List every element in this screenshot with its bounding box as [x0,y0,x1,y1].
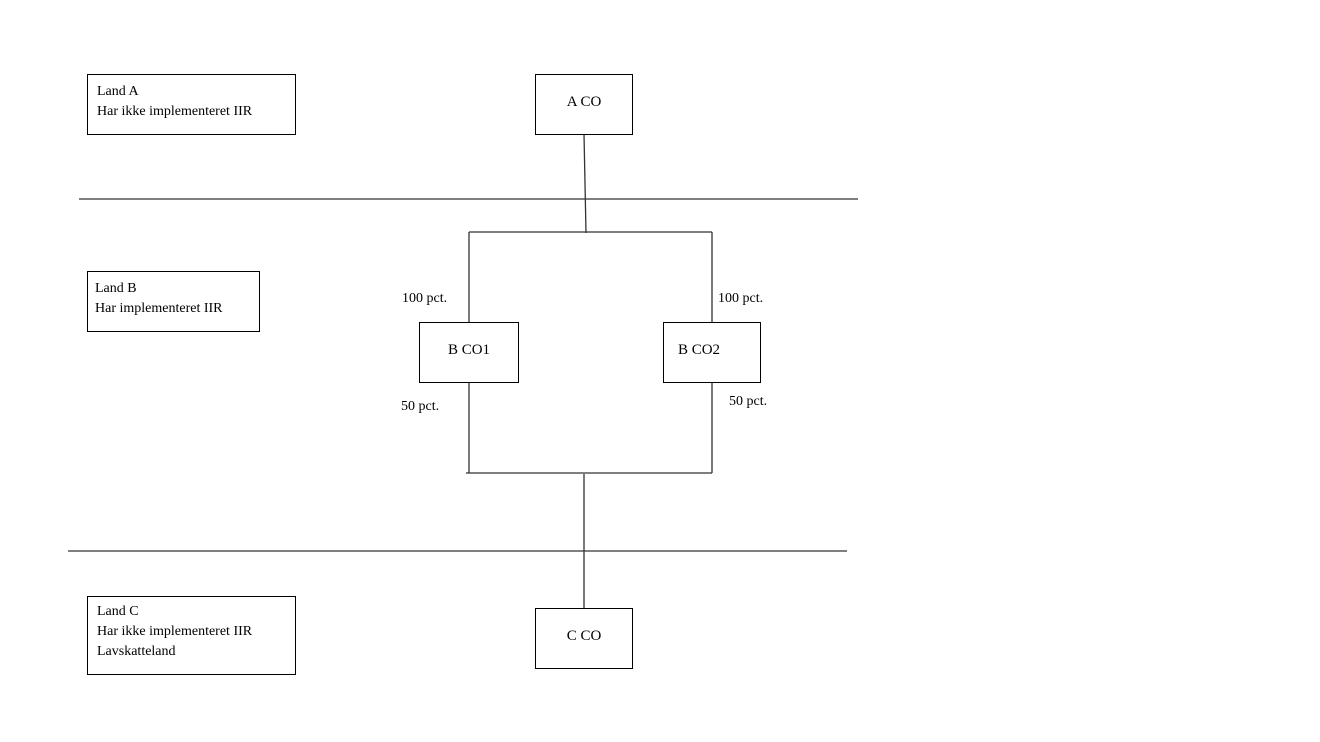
country-title-land-a: Land A [97,84,139,99]
company-label-b-co1: B CO1 [447,342,491,358]
country-box-land-a: Land A Har ikke implementeret IIR [87,74,296,135]
country-note-land-c: Har ikke implementeret IIR [97,624,253,639]
connector-a-co-down [583,133,587,234]
ownership-pct-a-to-b-co1: 100 pct. [402,291,448,306]
company-box-a-co: A CO [535,74,633,135]
country-title-land-b: Land B [95,281,137,296]
company-box-c-co: C CO [535,608,633,669]
country-box-land-c: Land C Har ikke implementeret IIR Lavska… [87,596,296,675]
company-box-b-co1: B CO1 [419,322,519,383]
country-title-land-c: Land C [97,604,139,619]
country-box-land-b: Land B Har implementeret IIR [87,271,260,332]
country-note-land-b: Har implementeret IIR [95,301,223,316]
company-label-b-co2: B CO2 [677,342,721,358]
ownership-pct-a-to-b-co2: 100 pct. [718,291,764,306]
country-note-land-a: Har ikke implementeret IIR [97,104,253,119]
ownership-pct-b-co1-to-c: 50 pct. [401,399,440,414]
country-note-land-c-low-tax: Lavskatteland [97,644,176,659]
company-box-b-co2: B CO2 [663,322,761,383]
company-label-c-co: C CO [566,628,602,644]
company-label-a-co: A CO [566,94,602,110]
ownership-pct-b-co2-to-c: 50 pct. [729,394,768,409]
